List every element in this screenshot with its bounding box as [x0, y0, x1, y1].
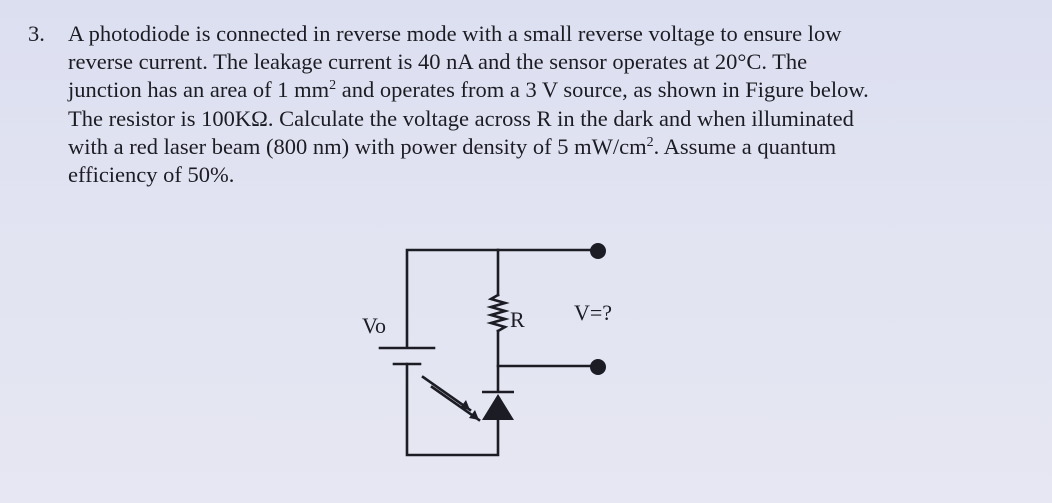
question-number: 3. — [28, 21, 45, 46]
question-line-6: efficiency of 50%. — [68, 162, 235, 188]
question-line-5: with a red laser beam (800 nm) with powe… — [68, 133, 1028, 161]
question-line-1: A photodiode is connected in reverse mod… — [68, 21, 842, 46]
question-line-3: junction has an area of 1 mm2 and operat… — [68, 76, 1028, 104]
wire-top — [405, 248, 598, 348]
wire-bottom — [405, 362, 500, 457]
superscript-2: 2 — [329, 78, 337, 94]
question-line-2: reverse current. The leakage current is … — [68, 49, 808, 75]
question-line-5-end: . Assume a quantum — [653, 133, 837, 159]
light-arrow-1 — [421, 375, 472, 412]
light-arrowhead-1 — [460, 400, 470, 410]
question-line-5-start: with a red laser beam (800 nm) with powe… — [68, 133, 647, 159]
photodiode-triangle — [482, 394, 514, 420]
superscript-2: 2 — [646, 134, 654, 150]
resistor — [486, 293, 510, 333]
label-vo: Vo — [362, 313, 386, 338]
light-arrow-2 — [430, 385, 481, 422]
label-v: V=? — [574, 300, 612, 325]
question-line-3-start: junction has an area of 1 mm — [68, 77, 330, 103]
question-line-4: The resistor is 100KΩ. Calculate the vol… — [68, 105, 854, 131]
light-arrowhead-2 — [469, 410, 479, 420]
terminal-top — [590, 243, 606, 259]
question-text: A photodiode is connected in reverse mod… — [68, 20, 1028, 189]
label-r: R — [510, 307, 525, 332]
terminal-bottom — [590, 359, 606, 375]
question-line-3-end: and operates from a 3 V source, as shown… — [336, 77, 869, 103]
